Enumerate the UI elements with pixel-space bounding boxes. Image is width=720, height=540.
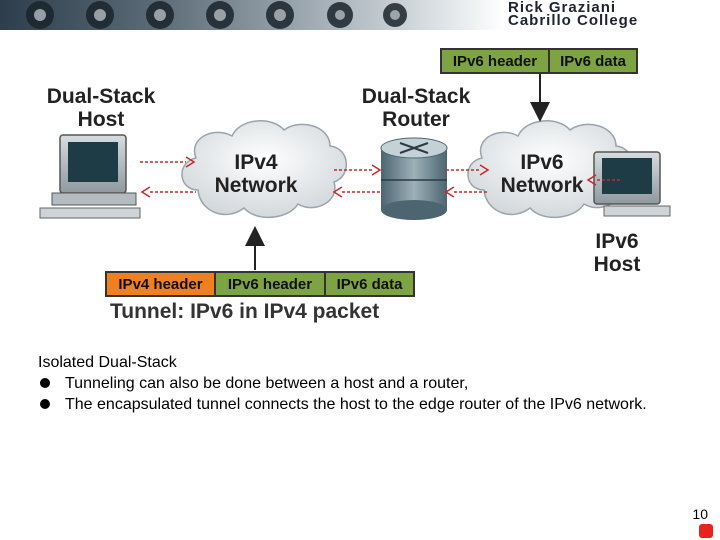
bullet-text: Tunneling can also be done between a hos…: [65, 375, 469, 392]
page-number: 10: [692, 506, 708, 522]
ipv6-network-label: IPv6 Network: [500, 151, 584, 197]
school-name: Cabrillo College: [508, 12, 639, 29]
ipv4-network-label: IPv4 Network: [214, 151, 298, 197]
bullet-dot-icon: [40, 399, 50, 409]
packet-ipv6-data: IPv6 data: [550, 50, 636, 72]
packet-ipv6-header: IPv6 header: [216, 273, 326, 295]
ipv4-network-cloud: [181, 120, 348, 219]
author-name: Rick Graziani: [508, 0, 617, 16]
dual-stack-host-label: Dual-Stack Host: [46, 85, 156, 131]
tunneled-packet: IPv4 header IPv6 header IPv6 data: [105, 271, 415, 297]
dual-stack-host-pc-icon: [39, 134, 141, 219]
dual-stack-router-icon: [380, 137, 448, 220]
diagram-graphics: [39, 74, 671, 270]
tunnel-diagram: Dual-Stack Host Dual-Stack Router IPv4 N…: [0, 30, 720, 340]
wheel-rims-image: [26, 1, 407, 29]
bullet-dot-icon: [40, 378, 50, 388]
ipv6-network-cloud: [467, 120, 634, 219]
slide-text: Isolated Dual-Stack Tunneling can also b…: [38, 352, 678, 415]
section-heading: Isolated Dual-Stack: [38, 354, 177, 371]
header-banner: Rick Graziani Cabrillo College: [0, 0, 720, 30]
bullet-item: The encapsulated tunnel connects the hos…: [38, 394, 678, 415]
ipv6-host-label: IPv6 Host: [593, 230, 641, 276]
corner-marker: [699, 524, 713, 538]
packet-ipv4-header: IPv4 header: [107, 273, 216, 295]
bullet-item: Tunneling can also be done between a hos…: [38, 373, 678, 394]
packet-ipv6-header: IPv6 header: [442, 50, 550, 72]
ipv6-packet: IPv6 header IPv6 data: [440, 48, 638, 74]
ipv6-host-pc-icon: [593, 151, 671, 217]
diagram-caption: Tunnel: IPv6 in IPv4 packet: [110, 300, 380, 323]
packet-ipv6-data: IPv6 data: [326, 273, 413, 295]
bullet-list: Tunneling can also be done between a hos…: [38, 373, 678, 415]
bullet-text: The encapsulated tunnel connects the hos…: [65, 396, 647, 413]
dual-stack-router-label: Dual-Stack Router: [361, 85, 471, 131]
link-arrows: [140, 156, 620, 198]
